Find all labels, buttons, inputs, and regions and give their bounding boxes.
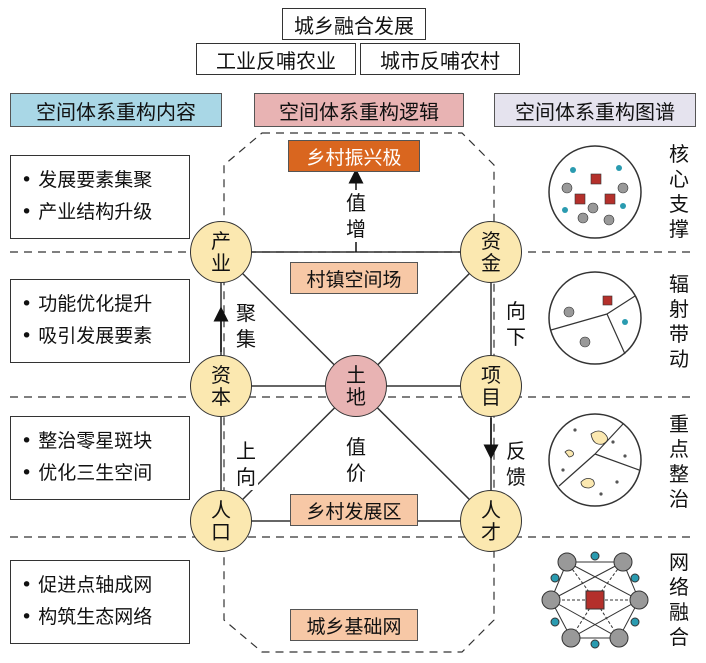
header-map: 空间体系重构图谱 — [494, 93, 696, 127]
content-item: • 发展要素集聚 — [21, 169, 153, 191]
node-land: 土地 — [325, 355, 387, 417]
main-title: 城乡融合发展 — [282, 8, 426, 40]
content-item: • 构筑生态网络 — [21, 606, 153, 628]
content-item: • 功能优化提升 — [21, 293, 153, 315]
content-box-core: • 发展要素集聚 • 产业结构升级 — [10, 155, 190, 239]
content-item: • 吸引发展要素 — [21, 325, 153, 347]
content-item: • 优化三生空间 — [21, 462, 153, 484]
label-value-increase: 值增 — [344, 190, 368, 242]
node-capital-fund: 资金 — [460, 221, 522, 283]
node-capital: 资本 — [190, 355, 252, 417]
content-box-network: • 促进点轴成网 • 构筑生态网络 — [10, 560, 190, 644]
subtitle-city: 城市反哺农村 — [360, 43, 520, 75]
subtitle-industry: 工业反哺农业 — [196, 43, 356, 75]
layer-upper: 村镇空间场 — [290, 262, 418, 294]
label-value-price: 值价 — [344, 434, 368, 486]
map-label-remediation: 重点整治 — [669, 412, 689, 511]
label-gather: 聚集 — [234, 300, 258, 352]
map-pictograms — [541, 145, 649, 649]
map-remediation — [548, 413, 642, 507]
header-logic: 空间体系重构逻辑 — [254, 93, 464, 127]
layer-bottom: 城乡基础网 — [290, 609, 418, 641]
map-network-fusion — [541, 551, 649, 649]
layer-top: 乡村振兴极 — [288, 140, 420, 172]
node-industry: 产业 — [190, 221, 252, 283]
map-label-radiation: 辐射带动 — [669, 272, 689, 371]
header-content: 空间体系重构内容 — [10, 93, 222, 127]
label-feedback: 反馈 — [504, 438, 528, 490]
map-label-network-fusion: 网络融合 — [669, 550, 689, 649]
content-box-radiate: • 功能优化提升 • 吸引发展要素 — [10, 279, 190, 363]
node-people: 人口 — [190, 490, 252, 552]
label-downward: 向下 — [504, 298, 528, 350]
label-upward: 上向 — [234, 438, 258, 490]
content-item: • 促进点轴成网 — [21, 574, 153, 596]
content-item: • 产业结构升级 — [21, 201, 153, 223]
node-project: 项目 — [460, 355, 522, 417]
map-radiation — [548, 271, 642, 365]
map-core-support — [548, 145, 642, 239]
content-item: • 整治零星斑块 — [21, 430, 153, 452]
node-talent: 人才 — [460, 490, 522, 552]
map-label-core-support: 核心支撑 — [669, 142, 689, 241]
content-box-remediate: • 整治零星斑块 • 优化三生空间 — [10, 416, 190, 500]
layer-lower: 乡村发展区 — [290, 494, 418, 526]
logic-octagon — [223, 132, 495, 653]
